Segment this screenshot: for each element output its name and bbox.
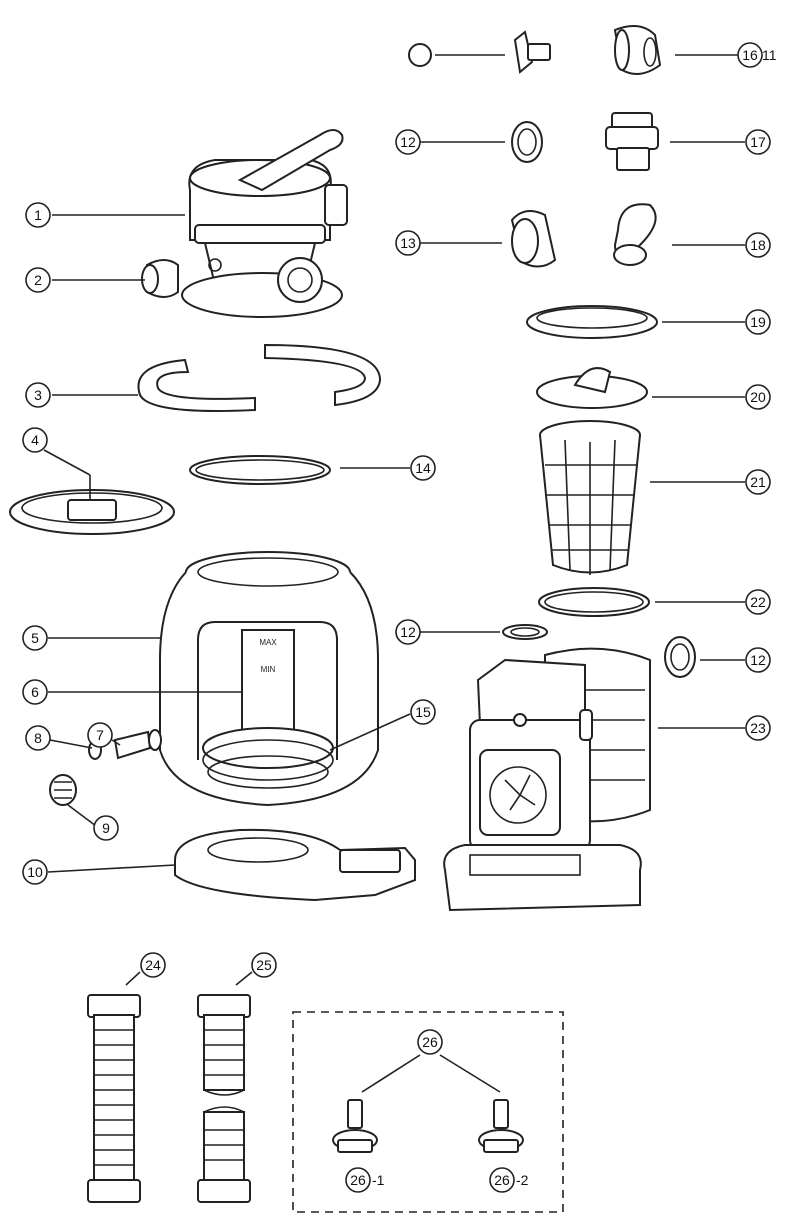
callout-12c-label: 12 — [750, 652, 766, 668]
part-20-lid — [536, 367, 648, 409]
callout-20-label: 20 — [750, 389, 766, 405]
part-13-cap — [510, 210, 557, 268]
callout-18-label: 18 — [750, 237, 766, 253]
callout-25: 25 — [251, 952, 277, 978]
callout-12c: 12 — [745, 647, 771, 673]
part-4-plate — [9, 475, 175, 535]
callout-2-label: 2 — [34, 272, 42, 288]
part-2-cap — [141, 259, 179, 298]
callout-26-1-suffix: -1 — [372, 1172, 385, 1188]
callout-24: 24 — [140, 952, 166, 978]
part-26-box — [292, 1011, 564, 1213]
callout-17-label: 17 — [750, 134, 766, 150]
callout-10: 10 — [22, 859, 48, 885]
part-12-ring-b — [502, 624, 548, 640]
callout-12a: 12 — [395, 129, 421, 155]
callout-13-label: 13 — [400, 235, 416, 251]
callout-1-label: 1 — [34, 207, 42, 223]
callout-8: 8 — [25, 725, 51, 751]
callout-22: 22 — [745, 589, 771, 615]
callout-22-label: 22 — [750, 594, 766, 610]
part-9-drain-cap — [49, 774, 77, 806]
part-26-1-fitting — [332, 1099, 378, 1153]
callout-21: 21 — [745, 469, 771, 495]
callout-19-label: 19 — [750, 314, 766, 330]
callout-12a-label: 12 — [400, 134, 416, 150]
callout-26-1: 26 -1 — [345, 1167, 385, 1193]
callout-12b: 12 — [395, 619, 421, 645]
part-17-fitting — [605, 112, 659, 171]
callout-2: 2 — [25, 267, 51, 293]
min-mark: MIN — [261, 665, 276, 674]
callout-18: 18 — [745, 232, 771, 258]
part-1-multiport-valve — [181, 129, 348, 318]
part-23-pump — [443, 647, 651, 912]
part-hose-adapter — [513, 30, 551, 74]
part-22-o-ring — [538, 587, 650, 617]
callout-5-label: 5 — [31, 630, 39, 646]
part-26-2-fitting — [478, 1099, 524, 1153]
part-7-drain-spigot — [113, 729, 162, 760]
callout-9: 9 — [93, 815, 119, 841]
callout-16-label: 16 — [742, 47, 758, 63]
part-10-base — [174, 828, 416, 902]
callout-26-2-suffix: -2 — [516, 1172, 529, 1188]
leader-lines — [43, 54, 745, 1093]
callout-4-label: 4 — [31, 432, 39, 448]
callout-1: 1 — [25, 202, 51, 228]
callout-26-1-label: 26 — [350, 1172, 366, 1188]
part-12-ring-a — [511, 121, 543, 163]
callout-26-2-label: 26 — [494, 1172, 510, 1188]
callout-26-label: 26 — [422, 1034, 438, 1050]
callout-12b-label: 12 — [400, 624, 416, 640]
callout-5: 5 — [22, 625, 48, 651]
callout-8-label: 8 — [34, 730, 42, 746]
callout-7-label: 7 — [96, 727, 104, 743]
part-24-hose — [87, 994, 141, 1203]
callout-23-label: 23 — [750, 720, 766, 736]
callout-9-label: 9 — [102, 820, 110, 836]
callout-16: 16 11 — [737, 42, 777, 68]
callout-3: 3 — [25, 382, 51, 408]
callout-25-label: 25 — [256, 957, 272, 973]
part-14-o-ring — [189, 455, 331, 485]
callout-15-label: 15 — [415, 704, 431, 720]
part-6-standpipe: MAX MIN — [241, 629, 295, 741]
part-12-ring-c — [664, 636, 696, 678]
callout-21-label: 21 — [750, 474, 766, 490]
callout-14-label: 14 — [415, 460, 431, 476]
callout-24-label: 24 — [145, 957, 161, 973]
callout-7: 7 — [87, 722, 113, 748]
callout-23: 23 — [745, 715, 771, 741]
part-21-strainer-basket — [539, 420, 641, 575]
callout-26: 26 — [417, 1029, 443, 1055]
callout-15: 15 — [410, 699, 436, 725]
part-16-nut — [613, 25, 662, 75]
callout-4: 4 — [22, 427, 48, 453]
part-15-laterals — [202, 727, 334, 789]
callout-20: 20 — [745, 384, 771, 410]
callout-13: 13 — [395, 230, 421, 256]
callout-17: 17 — [745, 129, 771, 155]
callout-3-label: 3 — [34, 387, 42, 403]
callout-10-label: 10 — [27, 864, 43, 880]
max-mark: MAX — [259, 638, 277, 647]
callout-26-2: 26 -2 — [489, 1167, 529, 1193]
callout-14: 14 — [410, 455, 436, 481]
part-25-hose — [197, 994, 251, 1203]
part-ball — [408, 43, 432, 67]
callout-16-suffix: 11 — [762, 47, 777, 63]
part-19-lock-ring — [526, 305, 658, 339]
part-3-clamp — [137, 343, 382, 412]
callout-6-label: 6 — [31, 684, 39, 700]
part-18-clip — [613, 203, 657, 266]
callout-6: 6 — [22, 679, 48, 705]
callout-19: 19 — [745, 309, 771, 335]
